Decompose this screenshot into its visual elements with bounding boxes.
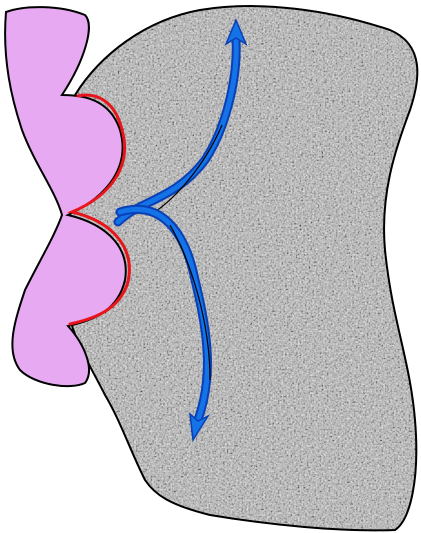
- diagram-canvas: [0, 0, 421, 533]
- diagram-figure: [0, 0, 421, 533]
